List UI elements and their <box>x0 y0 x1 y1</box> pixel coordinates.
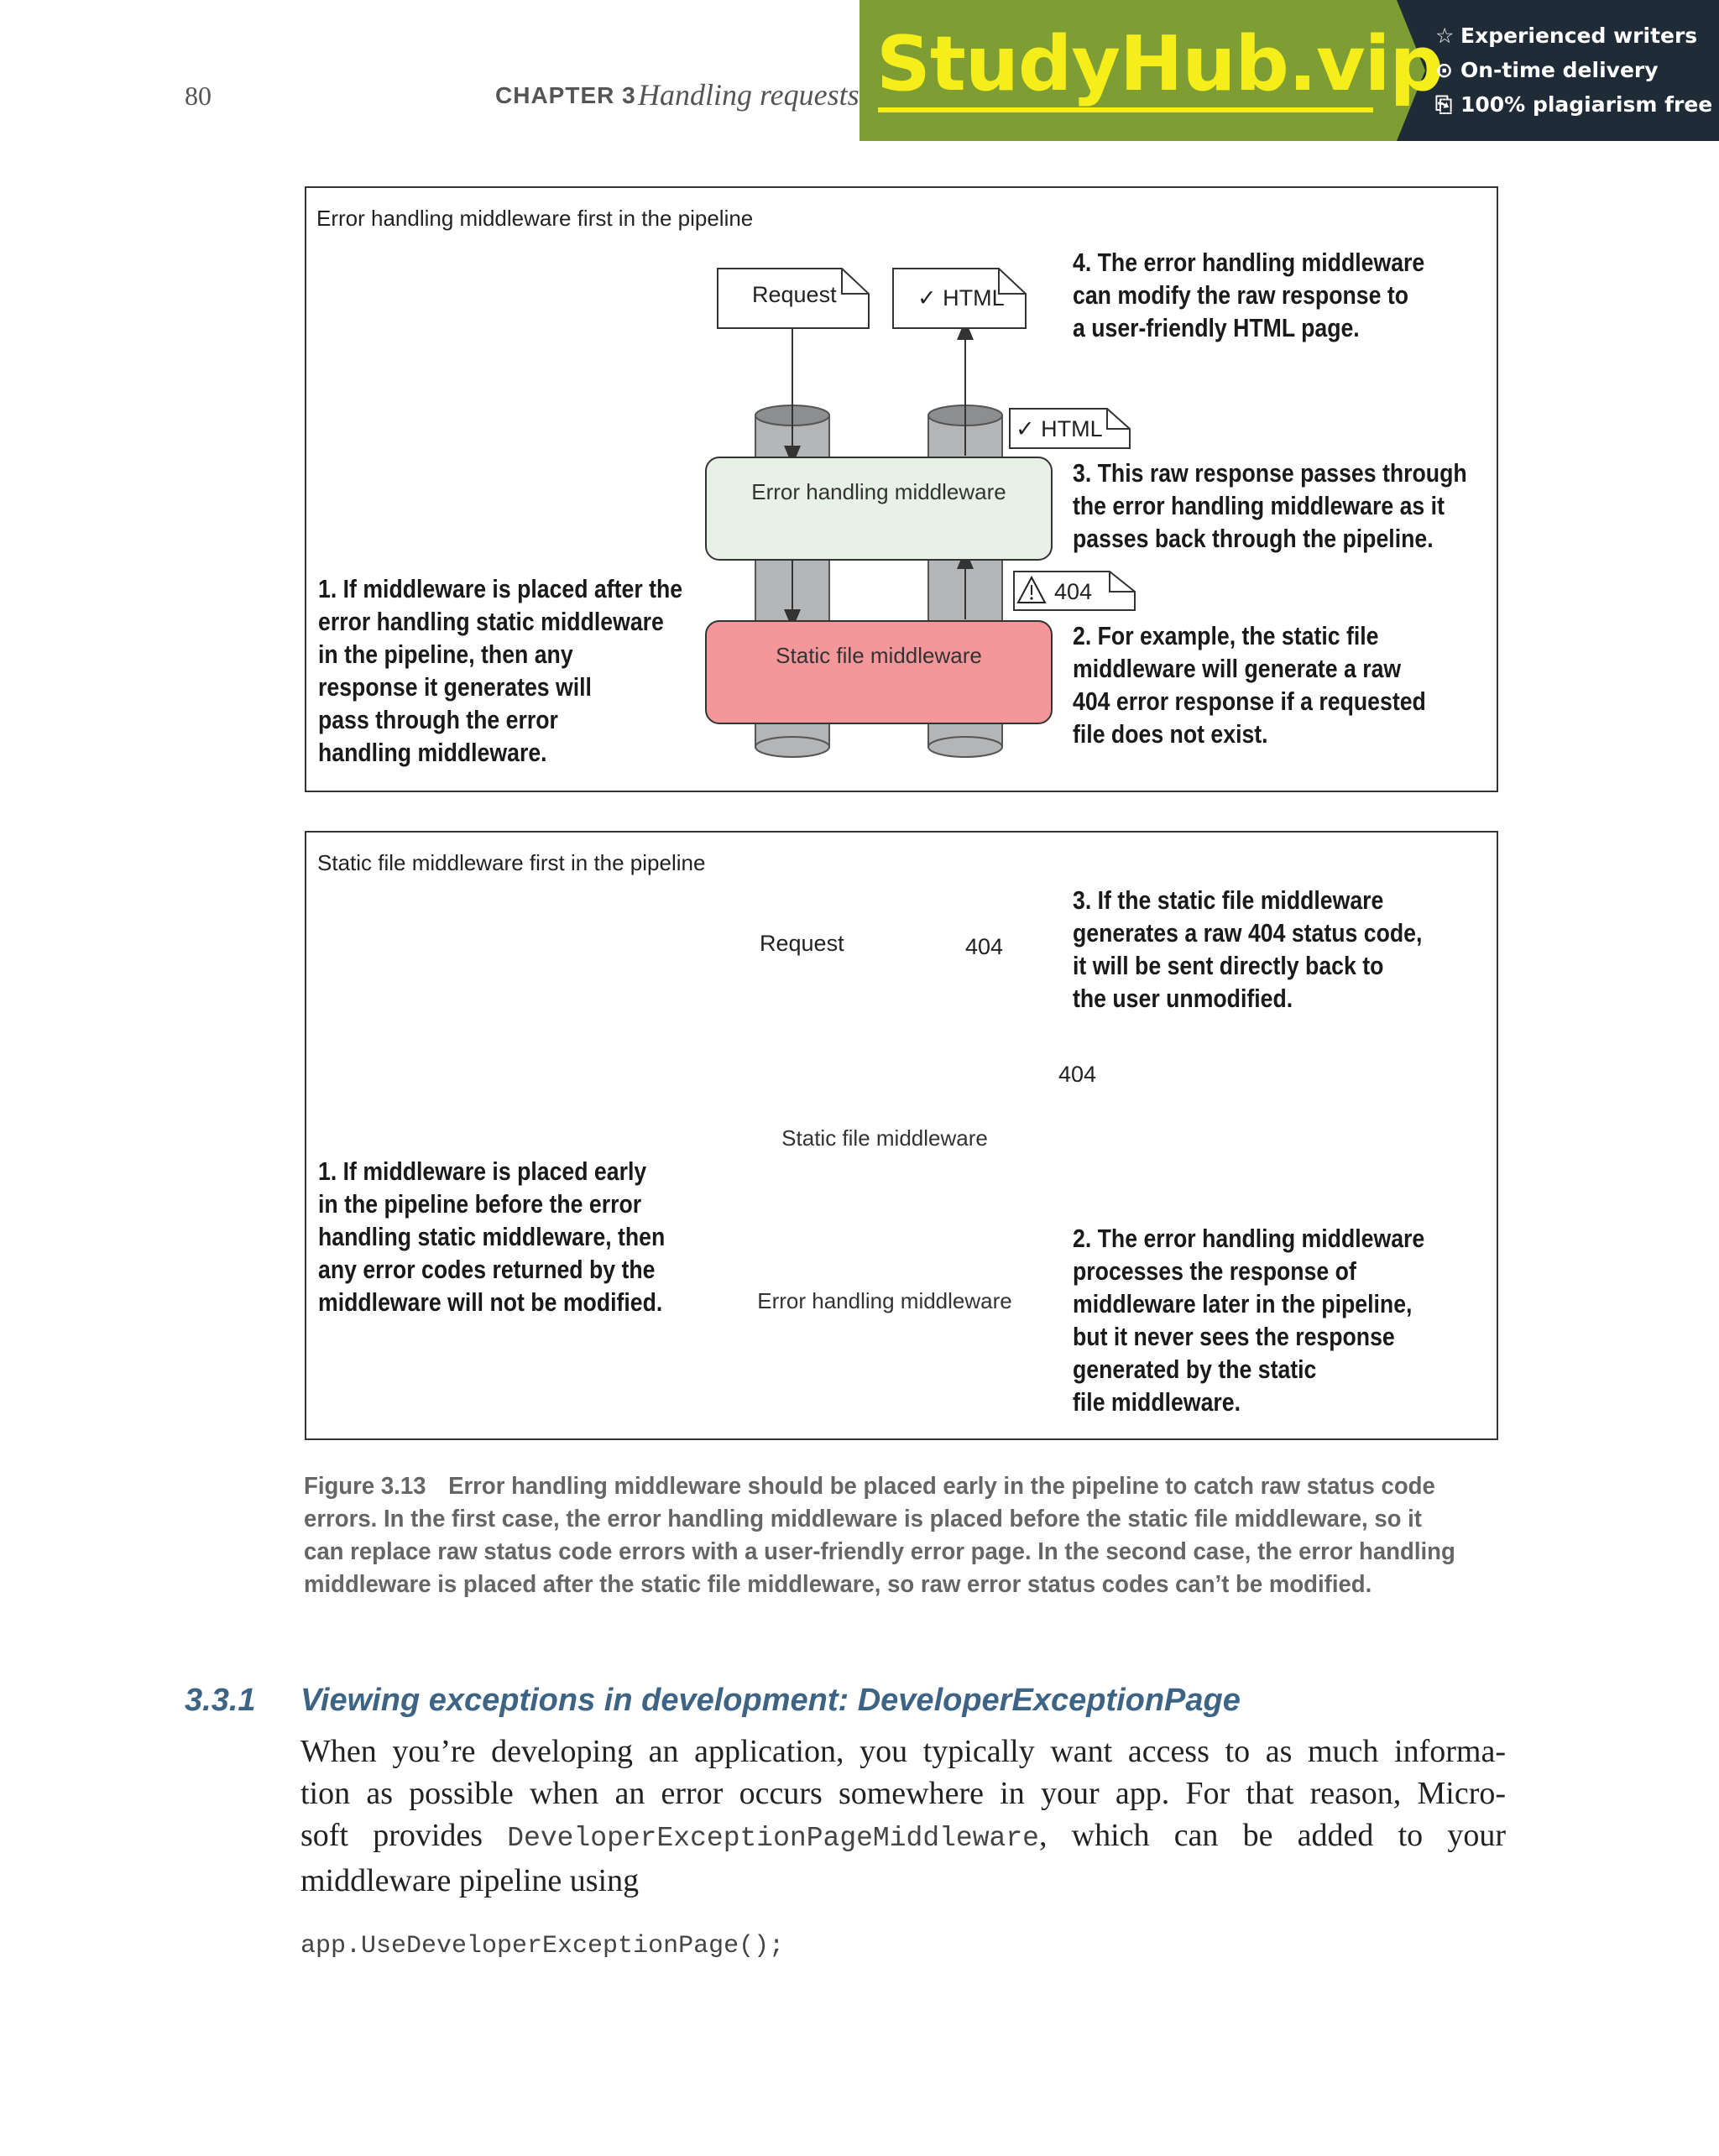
body-line-2: tion as possible when an error occurs so… <box>300 1776 1506 1811</box>
html-mid-label-1: ✓ HTML <box>1016 416 1103 441</box>
star-icon: ☆ <box>1435 23 1455 48</box>
error-handling-box-1 <box>705 457 1053 561</box>
html-label-1: ✓ HTML <box>917 285 1005 311</box>
figure-caption: Figure 3.13 Error handling middleware sho… <box>304 1470 1496 1601</box>
inline-code: DeveloperExceptionPageMiddleware <box>507 1823 1039 1854</box>
diagram-panel-2 <box>305 831 1498 1440</box>
page-number: 80 <box>185 81 212 111</box>
clock-icon: ⊙ <box>1435 58 1453 82</box>
banner-perks-area <box>1397 0 1719 141</box>
static-file-label-2: Static file middleware <box>781 1125 988 1151</box>
brand-logo[interactable]: StudyHub.vip <box>876 20 1444 108</box>
body-line-1: When you’re developing an application, y… <box>300 1734 1506 1769</box>
document-icon: ⎘ <box>1435 92 1453 117</box>
banner-arrow-shape <box>1397 0 1425 141</box>
chapter-label: CHAPTER 3 <box>495 82 636 108</box>
caption-line-3: can replace raw status code errors with … <box>304 1538 1455 1565</box>
caption-line-2: errors. In the first case, the error han… <box>304 1506 1422 1532</box>
raw-404-label-1: 404 <box>1054 579 1093 604</box>
section-number: 3.3.1 <box>185 1683 256 1718</box>
code-sample: app.UseDeveloperExceptionPage(); <box>300 1932 785 1960</box>
perk-ontime: ⊙On-time delivery <box>1435 58 1659 82</box>
html-doc-1 <box>892 268 1027 329</box>
raw-404-label-2: 404 <box>1058 1062 1097 1087</box>
studyhub-banner[interactable]: StudyHub.vip ☆Experienced writers ⊙On-ti… <box>860 0 1719 141</box>
request-label-1: Request <box>752 282 837 307</box>
static-file-box-1 <box>705 620 1053 724</box>
request-label-2: Request <box>760 931 844 956</box>
banner-brand-area <box>860 0 1397 141</box>
perk-experienced: ☆Experienced writers <box>1435 23 1698 48</box>
body-line-3: soft provides DeveloperExceptionPageMidd… <box>300 1818 1506 1854</box>
body-paragraph: When you’re developing an application, y… <box>300 1731 1506 1902</box>
diagram2-title: Static file middleware first in the pipe… <box>317 850 706 875</box>
error-handling-label-2: Error handling middleware <box>757 1288 1012 1313</box>
error-handling-label-1: Error handling middleware <box>751 479 1006 504</box>
figure-label: Figure 3.13 <box>304 1473 426 1500</box>
caption-line-4: middleware is placed after the static fi… <box>304 1571 1372 1598</box>
body-line-4: middleware pipeline using <box>300 1863 640 1898</box>
perk-plagiarism: ⎘100% plagiarism free <box>1435 92 1713 117</box>
request-doc-1 <box>717 268 870 329</box>
chapter-title: Handling requests <box>638 78 860 112</box>
warning-icon <box>1016 575 1047 603</box>
brand-underline <box>878 107 1373 112</box>
response-404-label-2: 404 <box>965 934 1004 959</box>
diagram1-title: Error handling middleware first in the p… <box>316 206 754 231</box>
html-doc-mid-1 <box>1009 408 1131 449</box>
static-file-label-1: Static file middleware <box>776 643 982 668</box>
section-title: Viewing exceptions in development: Devel… <box>300 1683 1241 1718</box>
caption-line-1: Error handling middleware should be plac… <box>448 1473 1435 1500</box>
